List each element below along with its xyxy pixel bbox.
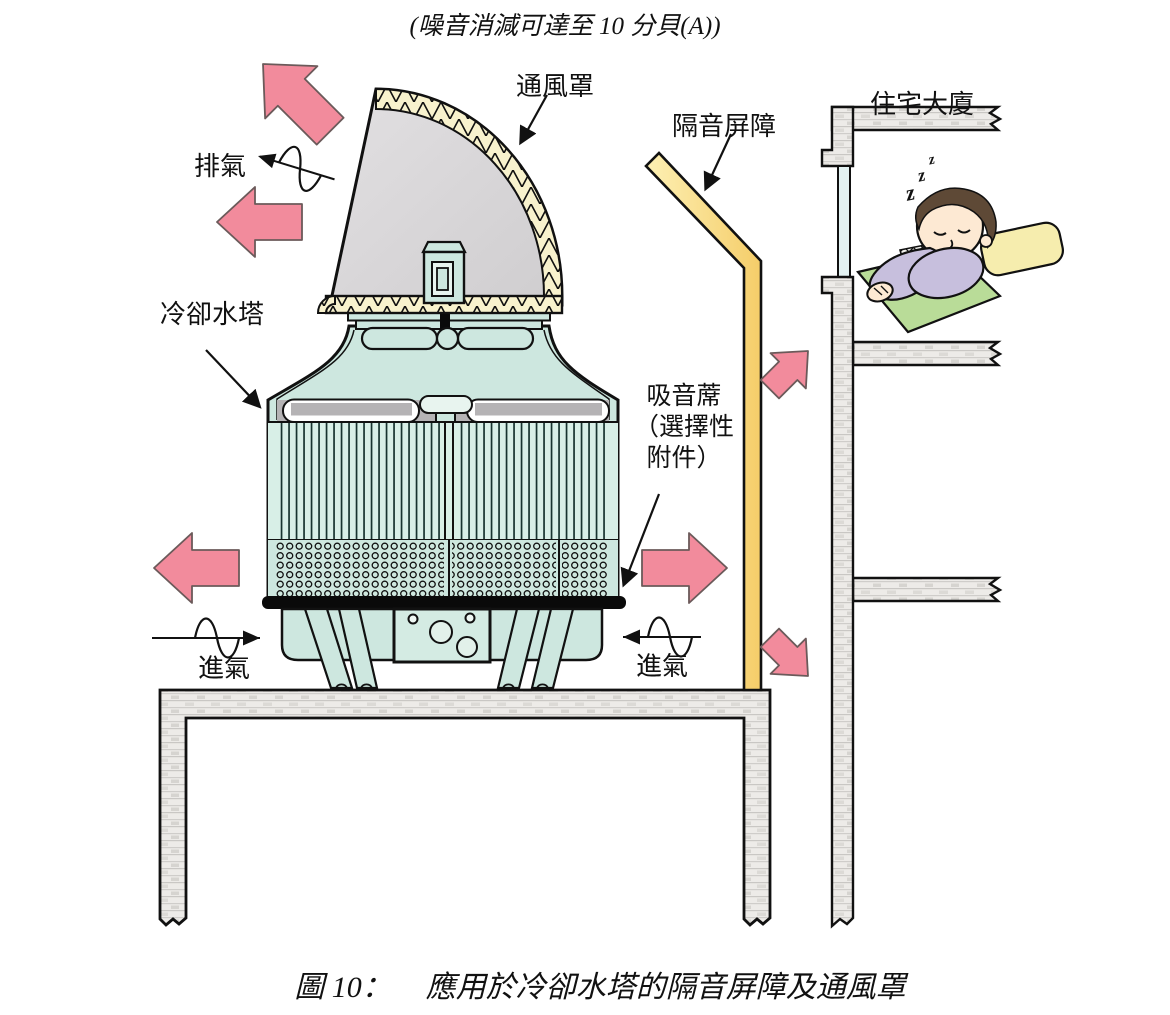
wall-upper	[820, 105, 855, 168]
hood-left-curl	[316, 294, 336, 314]
hand	[866, 281, 894, 303]
label-absorber-line3: 附件）	[646, 445, 722, 472]
mesh-right	[562, 541, 608, 597]
torso	[907, 246, 985, 300]
roof-platform	[158, 688, 772, 927]
louver-bar-right	[475, 403, 602, 416]
mesh-mid	[452, 541, 556, 597]
ear	[979, 234, 993, 248]
control-hole-2	[464, 612, 476, 624]
fan-blade-left	[360, 326, 439, 351]
sleeping-person	[856, 187, 1064, 334]
airflow-arrow-ne-small	[759, 350, 809, 400]
motor-inner-2	[436, 267, 449, 291]
noise-wave-intake-right-icon	[623, 616, 701, 658]
floor-slab-2	[851, 340, 1003, 367]
label-exhaust-air: 排氣	[194, 152, 247, 181]
label-cooling-tower: 冷卻水塔	[160, 300, 265, 329]
window-glass	[837, 165, 851, 278]
tower-legs	[303, 607, 575, 690]
leader-absorber	[620, 493, 661, 588]
label-ventilation-hood: 通風罩	[516, 72, 595, 101]
label-noise-barrier: 隔音屏障	[672, 112, 777, 141]
wall-lower	[820, 275, 855, 929]
noise-wave-icons	[152, 145, 701, 659]
residential-building	[820, 105, 1003, 929]
label-intake-right: 進氣	[636, 652, 689, 681]
noise-wave-intake-left-icon	[152, 617, 260, 659]
leader-hood	[519, 94, 548, 146]
louver-bar-left	[291, 403, 412, 416]
fan-blade-right	[456, 326, 535, 351]
fill-region-right	[455, 422, 608, 540]
floor-slab-3	[851, 576, 1003, 603]
cooling-tower	[262, 310, 626, 690]
pillow	[980, 221, 1064, 277]
mesh-left	[276, 541, 444, 597]
control-hole-4	[456, 636, 478, 658]
fill-region-left	[277, 422, 440, 540]
caption-text: 應用於冷卻水塔的隔音屏障及通風罩	[425, 971, 906, 1004]
airflow-arrow-up-left	[262, 63, 345, 146]
label-absorber-line2: （選擇性	[633, 414, 734, 441]
leader-barrier	[703, 133, 732, 192]
caption-number: 圖 10：	[294, 971, 392, 1004]
noise-wave-exhaust-icon	[258, 145, 335, 192]
airflow-arrow-left-upper	[216, 186, 303, 258]
airflow-arrow-left-lower	[153, 532, 240, 604]
fingers	[873, 285, 889, 296]
noise-barrier	[644, 151, 763, 692]
fan-shaft	[440, 311, 450, 337]
closed-eyes	[933, 229, 971, 236]
label-absorber-line1: 吸音蓆	[646, 383, 722, 410]
floor-slab-1	[830, 105, 1003, 132]
label-intake-left: 進氣	[198, 654, 251, 683]
label-sound-absorbing-mat: 吸音蓆 （選擇性 附件）	[614, 381, 754, 474]
motor-cap	[421, 240, 467, 254]
sound-absorbing-mat	[262, 596, 626, 609]
airflow-arrow-right	[641, 532, 728, 604]
control-hole-3	[429, 620, 453, 644]
title-note: (噪音消減可達至 10 分貝(A))	[409, 13, 721, 40]
figure-caption: 圖 10： 應用於冷卻水塔的隔音屏障及通風罩	[170, 962, 1030, 1006]
hair	[915, 187, 997, 249]
label-residential-building: 住宅大廈	[870, 90, 975, 119]
fan-hub	[435, 326, 460, 351]
leader-cooling-tower	[205, 349, 262, 409]
leader-arrows	[205, 94, 732, 588]
louver-center	[419, 395, 473, 414]
tower-body-inner-line	[276, 329, 610, 420]
control-hole-1	[407, 613, 419, 625]
airflow-arrows	[153, 63, 809, 677]
motor-box	[422, 250, 466, 305]
ventilation-hood	[316, 87, 564, 315]
airflow-arrow-se-small	[759, 627, 809, 677]
